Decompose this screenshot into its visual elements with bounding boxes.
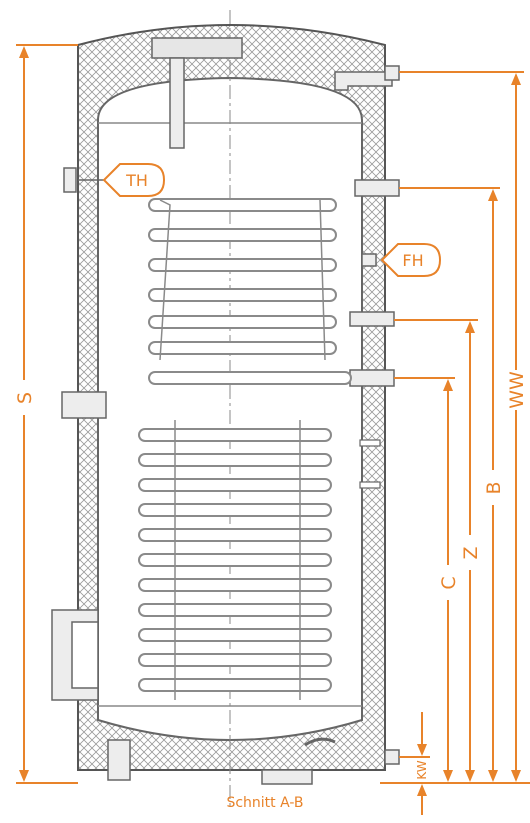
dimension-label-kw: KW xyxy=(415,760,429,779)
tank-vessel xyxy=(97,76,363,741)
hot-water-outlet-pipe xyxy=(334,71,393,91)
bottom-foot xyxy=(261,769,313,785)
teardrop-tag-icon xyxy=(102,163,166,197)
left-fittings xyxy=(51,167,107,701)
top-flange xyxy=(151,37,243,59)
dimension-label-ww: WW xyxy=(506,371,528,409)
fh-label: FH xyxy=(402,251,423,270)
dimension-lines xyxy=(16,44,530,815)
bottom-drain xyxy=(107,739,131,781)
th-label: TH xyxy=(125,171,148,190)
lower-heat-exchanger-coil xyxy=(138,420,332,700)
dimension-label-b: B xyxy=(483,481,505,494)
dimension-label-c: C xyxy=(438,576,460,589)
teardrop-tag-icon xyxy=(380,243,442,277)
thermowell-ports xyxy=(359,439,381,489)
anode-rod xyxy=(169,57,185,149)
upper-coil-inner xyxy=(150,200,350,383)
dimension-label-z: Z xyxy=(460,546,482,559)
dimension-label-s: S xyxy=(14,392,36,404)
fh-tag: FH xyxy=(380,243,442,277)
section-caption: Schnitt A-B xyxy=(226,795,304,811)
th-tag: TH xyxy=(78,163,166,197)
dimension-arrowheads xyxy=(19,46,521,796)
